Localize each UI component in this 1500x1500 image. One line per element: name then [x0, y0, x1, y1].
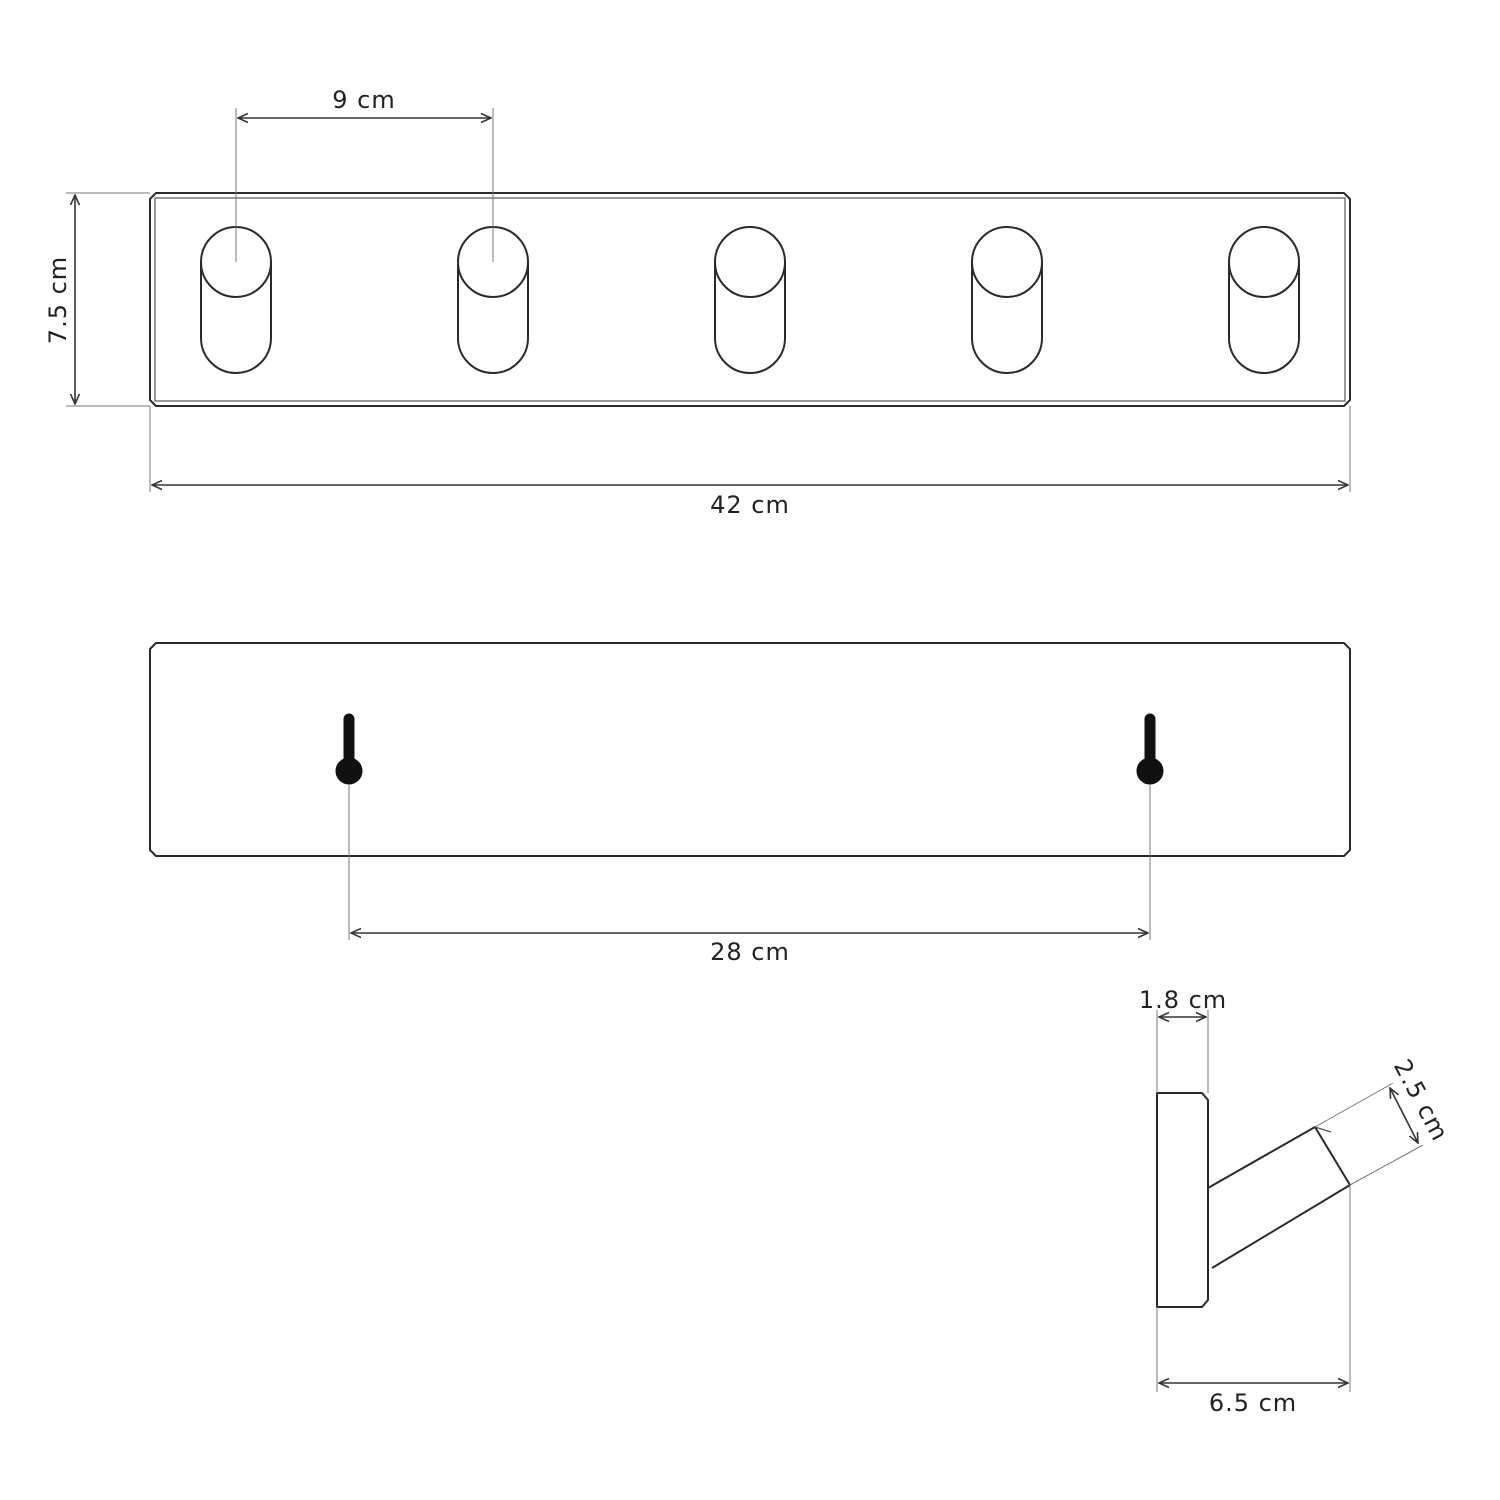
hook-diameter-dimension-line [1390, 1088, 1418, 1143]
hook-body [1228, 262, 1300, 374]
base-depth-label: 1.8 cm [1139, 986, 1227, 1014]
front-plate-outline [149, 192, 1351, 407]
hook-cap [1228, 226, 1300, 298]
hook-3 [714, 226, 786, 374]
hook-5 [1228, 226, 1300, 374]
total-depth-label: 6.5 cm [1209, 1389, 1297, 1417]
hook-body [200, 262, 272, 374]
front-view: 9 cm 7.5 cm 42 cm [44, 86, 1351, 519]
hook-diameter-extension-bottom [1349, 1144, 1424, 1186]
mount-hole-right [1136, 713, 1164, 785]
side-view: 1.8 cm 2.5 cm 6.5 cm [1139, 986, 1454, 1417]
hook-cap [971, 226, 1043, 298]
hook-body [714, 262, 786, 374]
hook-diameter-extension-top [1314, 1082, 1394, 1128]
side-hook-arm [1207, 1126, 1351, 1269]
back-view: 28 cm [149, 642, 1351, 966]
back-plate-outline [149, 642, 1351, 857]
hook-diameter-label: 2.5 cm [1388, 1055, 1454, 1146]
mount-hole-left [335, 713, 363, 785]
width-label: 42 cm [710, 491, 790, 519]
side-hook-end-edge [1314, 1126, 1332, 1133]
hook-4 [971, 226, 1043, 374]
front-hooks [200, 226, 1300, 374]
height-label: 7.5 cm [44, 256, 72, 344]
front-plate-bevel [154, 197, 1346, 402]
hook-cap [714, 226, 786, 298]
hook-body [457, 262, 529, 374]
hook-body [971, 262, 1043, 374]
hook-spacing-label: 9 cm [332, 86, 395, 114]
side-base-plate [1156, 1092, 1209, 1308]
hole-spacing-label: 28 cm [710, 938, 790, 966]
